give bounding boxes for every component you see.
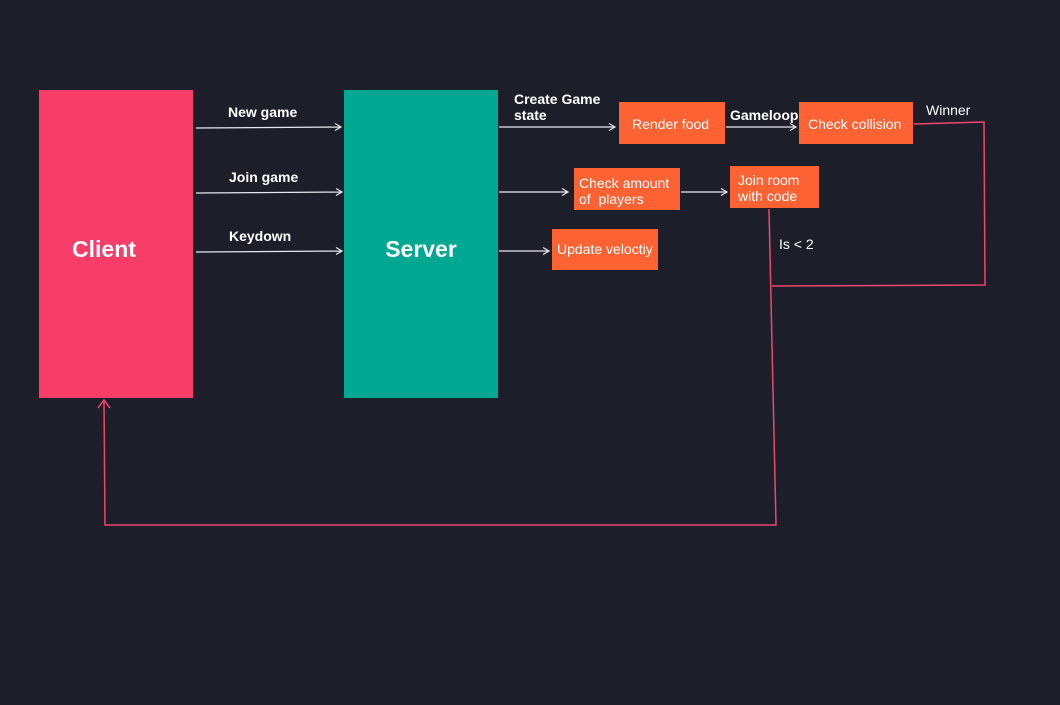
- arrow-join-game: [195, 187, 344, 197]
- winner-label: Winner: [926, 102, 971, 118]
- arrow-new-game: [195, 122, 343, 132]
- arrow-update-velocity: [499, 246, 551, 256]
- create-game-state-line-2: state: [514, 107, 547, 123]
- create-game-state-label: Create Game state: [514, 91, 600, 123]
- arrow-create-game-state: [499, 122, 617, 132]
- keydown-label: Keydown: [229, 228, 292, 244]
- check-collision-label: Check collision: [808, 116, 902, 132]
- winner-loop-line: [771, 121, 986, 287]
- server-node: Server: [344, 90, 498, 398]
- client-server-arrows: [195, 122, 798, 256]
- update-velocity-label: Update veloctiy: [557, 241, 653, 257]
- return-path: [97, 121, 986, 526]
- check-amount-label-line-1: Check amount: [579, 175, 670, 191]
- new-game-label: New game: [228, 104, 298, 120]
- update-velocity-node: Update veloctiy: [552, 229, 658, 270]
- arrow-keydown: [195, 246, 344, 256]
- render-food-node: Render food: [619, 102, 725, 144]
- join-room-label-line-2: with code: [738, 188, 798, 204]
- arrow-join-room: [681, 187, 729, 197]
- create-game-state-line-1: Create Game: [514, 91, 601, 107]
- is-less-than-2-label: Is < 2: [779, 236, 814, 252]
- client-label: Client: [72, 235, 136, 262]
- check-collision-node: Check collision: [799, 102, 913, 144]
- render-food-label: Render food: [632, 116, 710, 132]
- join-game-label: Join game: [229, 169, 299, 185]
- return-to-client-line: [103, 208, 777, 526]
- return-arrowhead: [97, 398, 111, 409]
- arrow-check-amount: [499, 187, 570, 197]
- join-room-node: Join room with code: [730, 166, 819, 208]
- server-label: Server: [385, 235, 457, 262]
- client-node: Client: [39, 90, 193, 398]
- gameloop-label: Gameloop: [730, 107, 799, 123]
- join-room-label-line-1: Join room: [738, 172, 800, 188]
- arrow-gameloop: [726, 122, 798, 132]
- check-amount-node: Check amount of players: [574, 168, 680, 210]
- check-amount-label-line-2: of players: [579, 191, 644, 207]
